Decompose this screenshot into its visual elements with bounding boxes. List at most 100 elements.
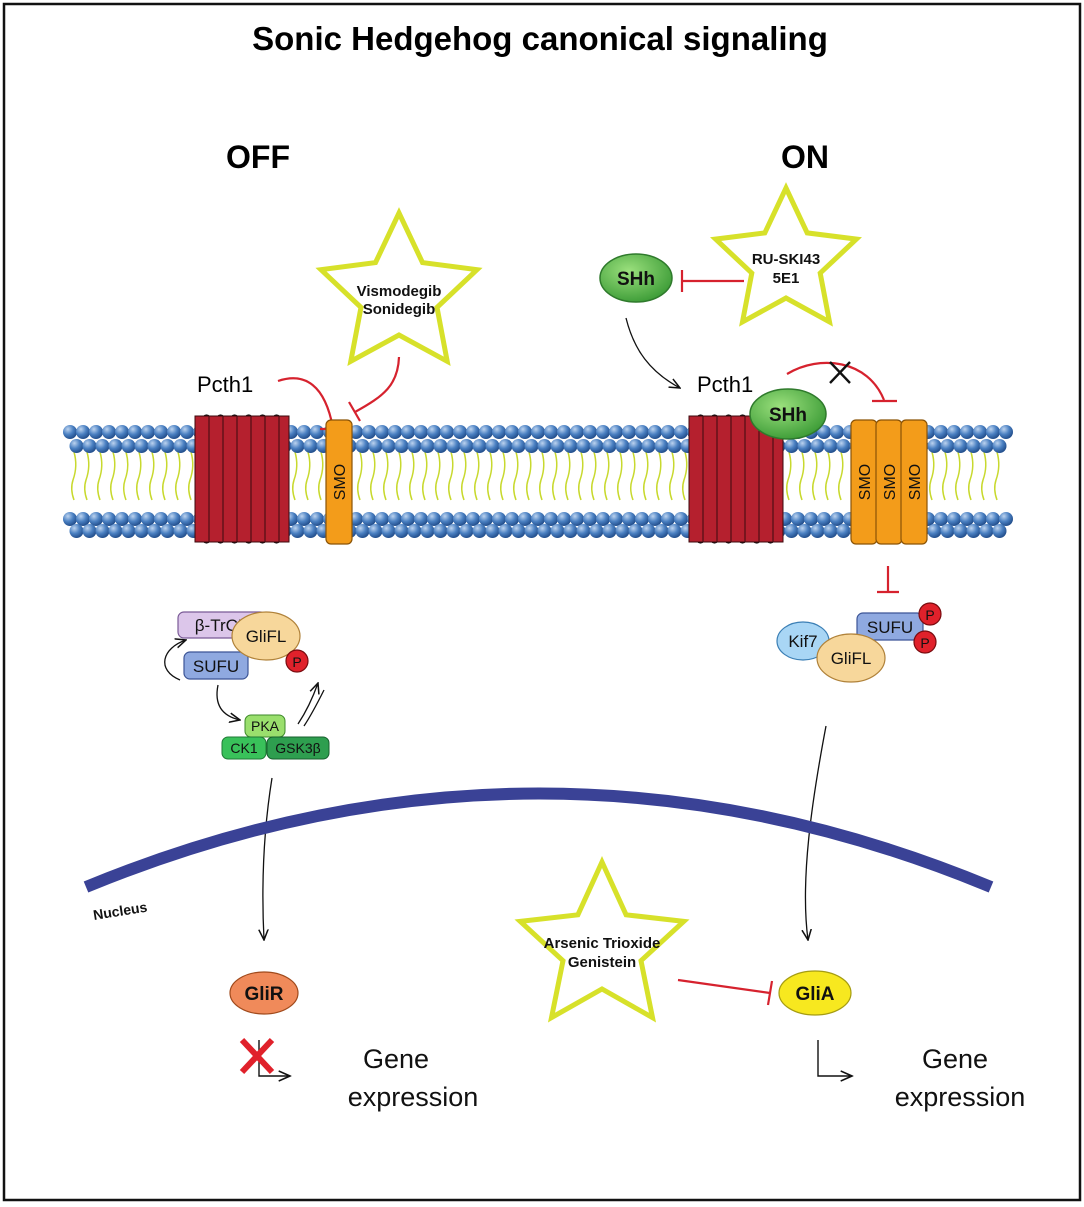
lipid-head	[173, 439, 188, 453]
lipid-head	[667, 524, 682, 538]
lipid-head	[823, 439, 838, 453]
pka-label: PKA	[251, 718, 280, 734]
lipid-head	[297, 512, 311, 526]
lipid-head	[492, 512, 506, 526]
lipid-tail	[928, 451, 935, 501]
lipid-tail	[811, 451, 818, 501]
lipid-head	[381, 524, 396, 538]
glifl-protein-on	[816, 633, 886, 683]
lipid-head	[927, 439, 942, 453]
lipid-head	[986, 425, 1000, 439]
phospho-label-2: P	[920, 635, 929, 651]
lipid-head	[154, 512, 168, 526]
lipid-head	[999, 512, 1013, 526]
lipid-head	[973, 425, 987, 439]
lipid-head	[544, 425, 558, 439]
transcription-arrow-on	[817, 1040, 852, 1076]
lipid-tail	[122, 451, 129, 501]
lipid-head	[836, 524, 851, 538]
lipid-tail	[447, 451, 454, 501]
lipid-head	[414, 425, 428, 439]
lipid-head	[986, 512, 1000, 526]
lipid-head	[557, 425, 571, 439]
lipid-head	[362, 512, 376, 526]
lipid-head	[102, 512, 116, 526]
lipid-head	[407, 524, 422, 538]
lipid-head	[511, 439, 526, 453]
lipid-head	[583, 425, 597, 439]
lipid-head	[154, 425, 168, 439]
sufu-protein-off	[183, 651, 249, 680]
drug-5e1: 5E1	[773, 270, 800, 287]
lipid-tail	[785, 451, 792, 501]
drug-star-icon	[514, 855, 690, 1023]
lipid-head	[89, 425, 103, 439]
kinases-phosphorylate-arrow	[297, 683, 318, 725]
glifl-to-nucleus-arrow-on	[805, 725, 827, 940]
gene-expression-off-line2: expression	[348, 1082, 479, 1112]
smo-label-on-2: SMO	[882, 464, 899, 500]
lipid-head	[479, 425, 493, 439]
lipid-tail	[395, 451, 402, 501]
lipid-head	[628, 524, 643, 538]
lipid-tail	[83, 451, 90, 501]
lipid-head	[160, 524, 175, 538]
lipid-head	[115, 512, 129, 526]
drug-genistein: Genistein	[568, 954, 636, 971]
lipid-head	[784, 524, 799, 538]
destruction-complex: β-TrCP SUFU GliFL P	[164, 611, 309, 681]
phospho-icon	[913, 630, 937, 654]
lipid-head	[375, 425, 389, 439]
lipid-tail	[148, 451, 155, 501]
lipid-head	[674, 512, 688, 526]
lipid-head	[576, 524, 591, 538]
lipid-head	[947, 512, 961, 526]
lipid-head	[498, 524, 513, 538]
lipid-head	[141, 425, 155, 439]
lipid-head	[810, 524, 825, 538]
lipid-tail	[499, 451, 506, 501]
lipid-tail	[291, 451, 298, 501]
state-on-label: ON	[781, 139, 829, 175]
lipid-head	[381, 439, 396, 453]
lipid-tail	[473, 451, 480, 501]
glir-protein	[229, 971, 299, 1015]
lipid-tail	[629, 451, 636, 501]
lipid-head	[355, 524, 370, 538]
glia-label: GliA	[795, 984, 834, 1005]
lipid-head	[433, 524, 448, 538]
lipid-head	[667, 439, 682, 453]
lipid-head	[167, 425, 181, 439]
lipid-head	[401, 512, 415, 526]
smo-label-on-3: SMO	[907, 464, 924, 500]
gsk3b-protein	[266, 736, 330, 760]
drug-star-ruski43-5e1: RU-SKI43 5E1	[710, 182, 862, 327]
lipid-head	[128, 425, 142, 439]
shh-ligand	[599, 253, 673, 303]
lipid-tail	[655, 451, 662, 501]
lipid-tail	[954, 451, 961, 501]
lipid-head	[511, 524, 526, 538]
lipid-tail	[460, 451, 467, 501]
phospho-label-1: P	[925, 607, 934, 623]
drug-sonidegib: Sonidegib	[363, 301, 436, 318]
lipid-head	[446, 439, 461, 453]
lipid-head	[446, 524, 461, 538]
lipid-head	[69, 524, 84, 538]
smo-label-on-1: SMO	[857, 464, 874, 500]
lipid-tail	[369, 451, 376, 501]
lipid-head	[583, 512, 597, 526]
lipid-head	[648, 512, 662, 526]
lipid-head	[440, 512, 454, 526]
lipid-head	[557, 512, 571, 526]
lipid-head	[303, 439, 318, 453]
lipid-head	[615, 524, 630, 538]
lipid-head	[966, 524, 981, 538]
lipid-head	[427, 512, 441, 526]
ptch1-inhibition-blocked	[786, 361, 886, 401]
lipid-head	[95, 524, 110, 538]
phospho-icon	[918, 602, 942, 626]
lipid-head	[830, 512, 844, 526]
lipid-head	[635, 425, 649, 439]
